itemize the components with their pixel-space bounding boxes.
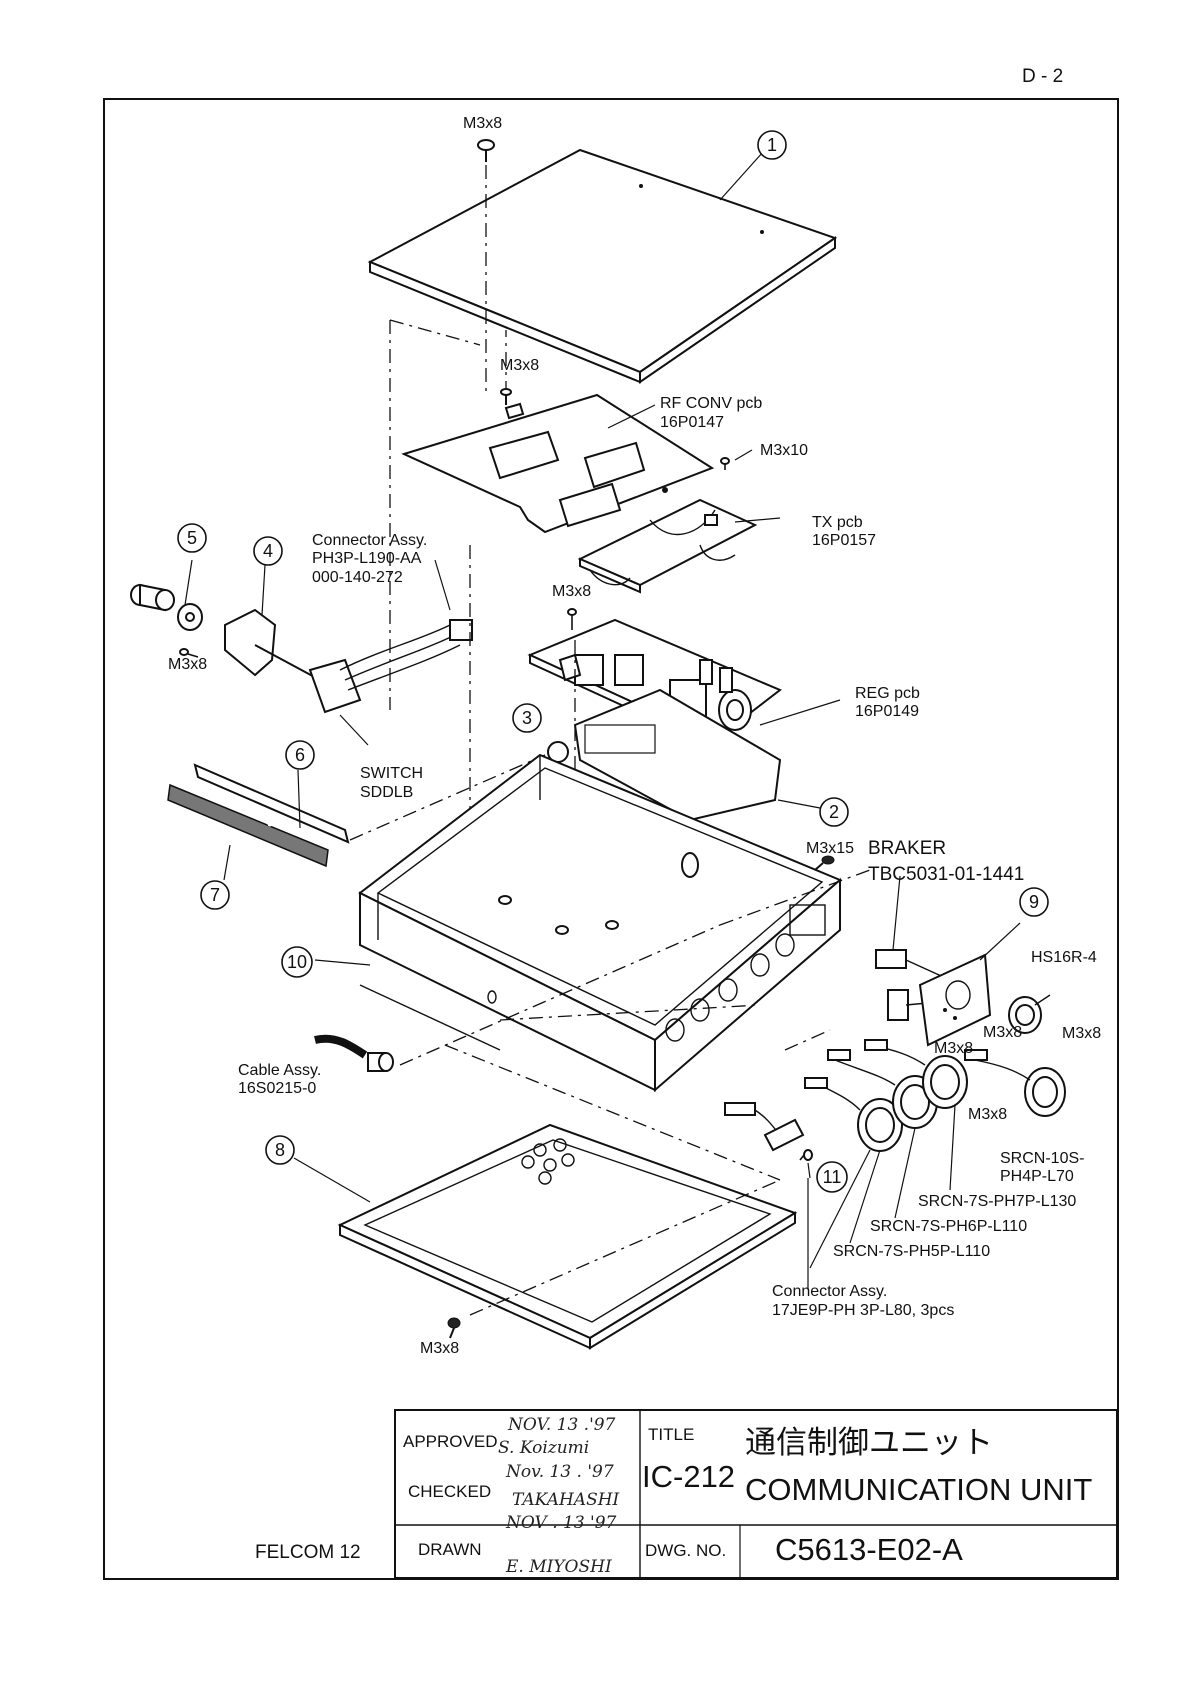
srcn-connectors-part xyxy=(804,1039,1066,1152)
callout-3: 3 xyxy=(512,703,542,733)
screw-tx xyxy=(720,457,730,470)
title-english: COMMUNICATION UNIT xyxy=(745,1472,1092,1507)
label-switch-code: SDDLB xyxy=(360,784,413,801)
screw-switch xyxy=(179,648,199,658)
label-conn-assy-title: Connector Assy. xyxy=(312,532,427,549)
label-conn17-title: Connector Assy. xyxy=(772,1283,887,1300)
label-screw-hs3: M3x8 xyxy=(934,1040,973,1057)
label-srcn7-ph5: SRCN-7S-PH5P-L110 xyxy=(833,1243,990,1260)
bottom-cover-part xyxy=(337,1123,798,1350)
label-tx-code: 16P0157 xyxy=(812,532,876,549)
callout-6: 6 xyxy=(285,740,315,770)
svg-text:4: 4 xyxy=(263,541,273,561)
label-screw-tx: M3x10 xyxy=(760,442,808,459)
top-cover-part xyxy=(367,148,838,384)
label-screw-braker: M3x15 xyxy=(806,840,854,857)
label-rf-conv-name: RF CONV pcb xyxy=(660,395,762,412)
checked-label: CHECKED xyxy=(408,1482,491,1501)
label-screw-rfconv: M3x8 xyxy=(500,357,539,374)
plate-6-part xyxy=(193,763,350,844)
svg-text:6: 6 xyxy=(295,745,305,765)
unit-code: IC-212 xyxy=(642,1459,735,1494)
screw-connector xyxy=(799,1149,813,1161)
callout-4: 4 xyxy=(253,536,283,566)
checked-name: TAKAHASHI xyxy=(512,1490,620,1510)
label-screw-srcn: M3x8 xyxy=(968,1106,1007,1123)
svg-text:11: 11 xyxy=(823,1167,842,1187)
label-srcn7-ph7: SRCN-7S-PH7P-L130 xyxy=(918,1193,1076,1210)
checked-date: Nov. 13 . '97 xyxy=(505,1462,614,1482)
screw-braker xyxy=(814,855,835,871)
callout-11: 11 xyxy=(816,1161,848,1193)
label-screw-switch: M3x8 xyxy=(168,656,207,673)
label-screw-reg: M3x8 xyxy=(552,583,591,600)
label-tx-name: TX pcb xyxy=(812,514,863,531)
svg-text:7: 7 xyxy=(210,885,220,905)
callout-8: 8 xyxy=(265,1135,295,1165)
label-srcn10-line2: PH4P-L70 xyxy=(1000,1168,1074,1185)
label-switch-name: SWITCH xyxy=(360,765,423,782)
approved-date: NOV. 13 .'97 xyxy=(507,1415,616,1435)
screw-top xyxy=(477,139,495,162)
callout-10: 10 xyxy=(281,946,313,978)
callout-7: 7 xyxy=(200,880,230,910)
callout-9: 9 xyxy=(1019,887,1049,917)
svg-text:8: 8 xyxy=(275,1140,285,1160)
chassis-part xyxy=(358,753,842,1093)
label-cable-assy-code: 16S0215-0 xyxy=(238,1080,316,1097)
screw-reg xyxy=(567,608,577,630)
shield-plate-part xyxy=(573,688,782,822)
svg-text:2: 2 xyxy=(829,802,839,822)
label-screw-top: M3x8 xyxy=(463,115,502,132)
label-screw-hs1: M3x8 xyxy=(983,1024,1022,1041)
tx-pcb-part xyxy=(577,498,758,594)
plate-7-part xyxy=(167,783,329,868)
label-conn17-code: 17JE9P-PH 3P-L80, 3pcs xyxy=(772,1302,954,1319)
rf-conv-pcb-part xyxy=(401,393,715,534)
label-braker-name: BRAKER xyxy=(868,838,946,859)
label-conn-assy-code1: PH3P-L190-AA xyxy=(312,550,422,567)
rear-plate-part xyxy=(918,953,992,1047)
label-braker-code: TBC5031-01-1441 xyxy=(868,864,1024,885)
model-name: FELCOM 12 xyxy=(255,1542,361,1563)
svg-text:5: 5 xyxy=(187,528,197,548)
screw-rf-conv xyxy=(500,388,512,405)
svg-text:10: 10 xyxy=(287,952,307,972)
svg-text:9: 9 xyxy=(1029,892,1039,912)
title-block xyxy=(394,1409,1118,1579)
label-srcn10-line1: SRCN-10S- xyxy=(1000,1150,1084,1167)
drawn-name: E. MIYOSHI xyxy=(505,1557,612,1577)
label-reg-code: 16P0149 xyxy=(855,703,919,720)
page-reference: D - 2 xyxy=(1022,66,1063,87)
cable-assy-part xyxy=(314,1034,394,1072)
callout-5: 5 xyxy=(177,523,207,553)
label-srcn7-ph6: SRCN-7S-PH6P-L110 xyxy=(870,1218,1027,1235)
screw-bottom xyxy=(447,1317,461,1339)
label-screw-bottom: M3x8 xyxy=(420,1340,459,1357)
connector-17je9p-part xyxy=(724,1102,805,1152)
svg-text:1: 1 xyxy=(767,135,777,155)
title-japanese: 通信制御ユニット xyxy=(745,1425,993,1460)
callout-1: 1 xyxy=(757,130,787,160)
callout-2: 2 xyxy=(819,797,849,827)
label-cable-assy-title: Cable Assy. xyxy=(238,1062,321,1079)
dwg-no-label: DWG. NO. xyxy=(645,1541,726,1560)
label-hs16r: HS16R-4 xyxy=(1031,949,1097,966)
drawn-label: DRAWN xyxy=(418,1540,482,1559)
label-screw-hs2: M3x8 xyxy=(1062,1025,1101,1042)
drawn-date: NOV . 13 '97 xyxy=(505,1513,617,1533)
approved-label: APPROVED xyxy=(403,1432,497,1451)
approved-signature: S. Koizumi xyxy=(498,1438,589,1458)
label-conn-assy-code2: 000-140-272 xyxy=(312,569,403,586)
hs16r-connector-part xyxy=(1008,994,1051,1034)
switch-assembly-part xyxy=(130,583,473,746)
title-label: TITLE xyxy=(648,1425,694,1444)
svg-text:3: 3 xyxy=(522,708,532,728)
label-rf-conv-code: 16P0147 xyxy=(660,414,724,431)
dwg-no-value: C5613-E02-A xyxy=(775,1532,963,1567)
label-reg-name: REG pcb xyxy=(855,685,920,702)
